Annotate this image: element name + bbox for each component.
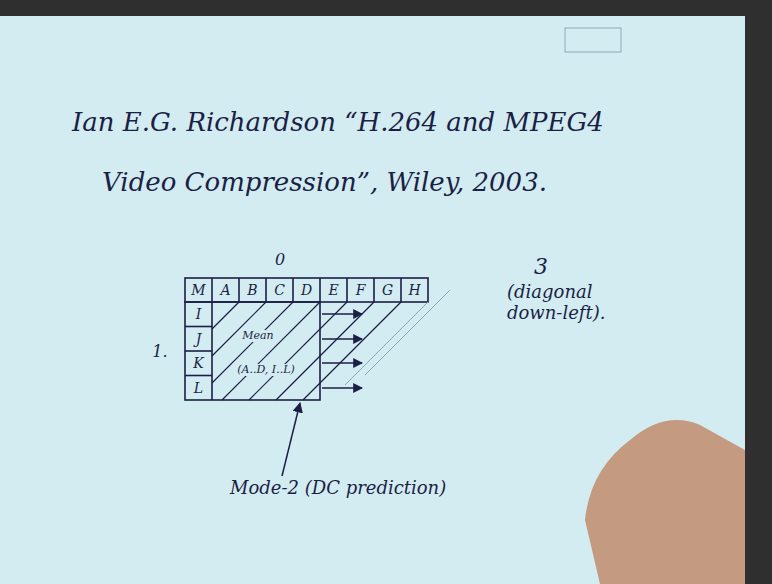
row-arrows bbox=[322, 314, 362, 388]
pixel-label: H bbox=[406, 282, 422, 298]
diagonal-lines bbox=[212, 302, 401, 400]
pixel-label: A bbox=[218, 282, 232, 298]
faint-diagonals bbox=[345, 290, 450, 385]
pixel-label: J bbox=[194, 331, 204, 347]
mode-name: (diagonal down-left). bbox=[505, 282, 639, 323]
pixel-label: D bbox=[299, 282, 314, 298]
mode-pointer bbox=[282, 403, 300, 476]
mode-number: 3 bbox=[532, 254, 550, 279]
pixel-label: K bbox=[191, 355, 205, 371]
mode-number: 1. bbox=[150, 343, 169, 361]
page-stamp bbox=[565, 28, 621, 52]
pixel-label: L bbox=[192, 380, 205, 396]
pixel-label: B bbox=[245, 282, 259, 298]
reference-text: Ian E.G. Richardson “H.264 and MPEG4 bbox=[70, 108, 606, 138]
pixel-label: I bbox=[194, 306, 204, 322]
pixel-label: F bbox=[354, 282, 368, 298]
pixel-label: C bbox=[272, 282, 287, 298]
paper-sheet bbox=[0, 16, 745, 584]
mode-caption: Mode-2 (DC prediction) bbox=[228, 478, 448, 499]
pixel-label: E bbox=[326, 282, 340, 298]
hand bbox=[585, 420, 745, 584]
pixel-label: G bbox=[380, 282, 395, 298]
reference-text: Video Compression”, Wiley, 2003. bbox=[100, 168, 549, 198]
prediction-grid bbox=[185, 278, 428, 400]
formula-note: Mean bbox=[240, 330, 275, 343]
formula-note: (A..D, I..L) bbox=[235, 364, 297, 377]
pixel-label: M bbox=[189, 282, 207, 298]
mode-number: 0 bbox=[273, 251, 287, 269]
